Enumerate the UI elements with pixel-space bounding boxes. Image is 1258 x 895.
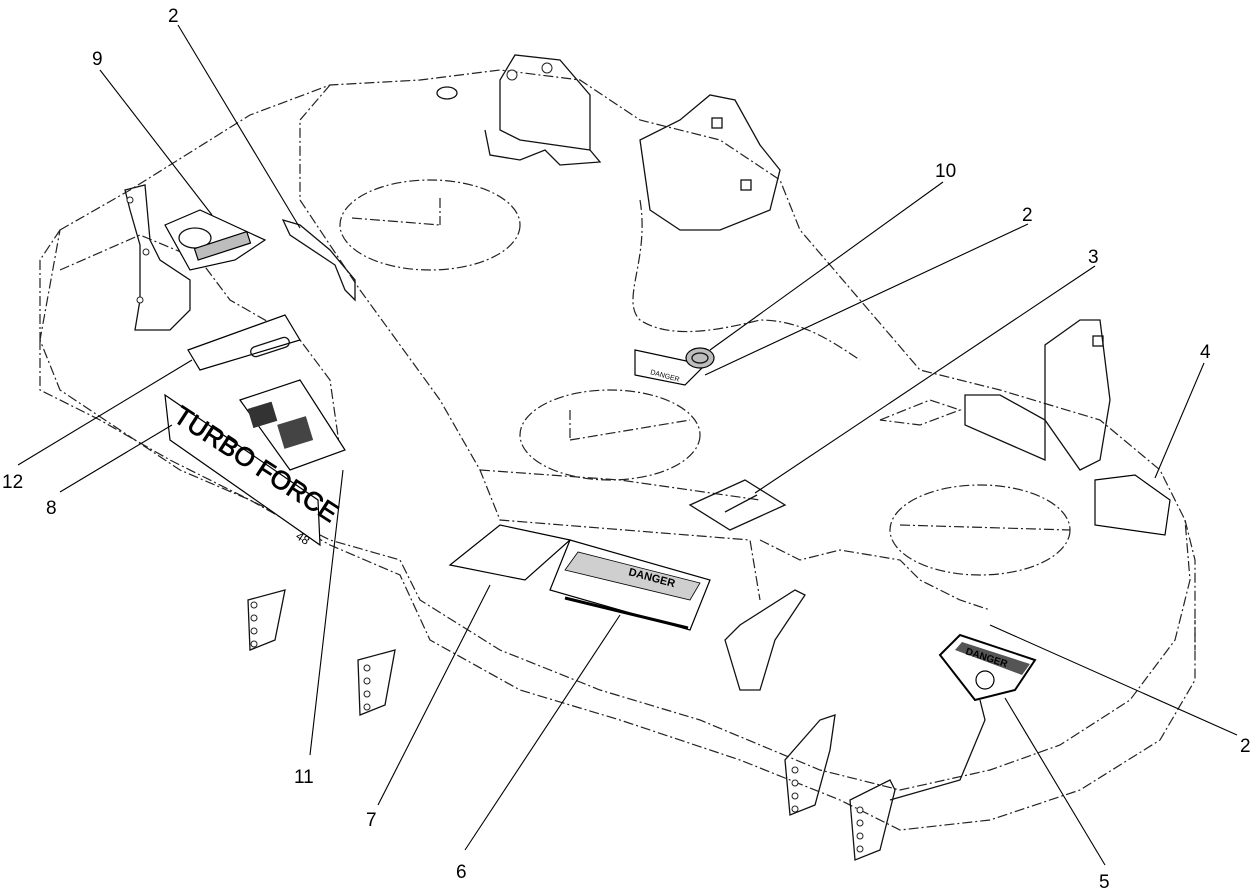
decal-6: DANGER — [549, 539, 711, 631]
decal-10: DANGER — [634, 347, 715, 386]
callout-10: 10 — [935, 161, 956, 182]
deck-body — [39, 69, 1196, 831]
decal-11 — [239, 379, 346, 471]
callout-6: 6 — [456, 862, 467, 883]
callout-5: 5 — [1099, 872, 1110, 893]
decal-9 — [164, 209, 267, 271]
callout-2-bottom: 2 — [1240, 736, 1251, 757]
decal-4 — [1094, 474, 1171, 536]
callout-2-right: 2 — [1022, 205, 1033, 226]
callout-11: 11 — [294, 767, 314, 788]
decal-7 — [448, 524, 572, 581]
brackets — [124, 54, 1111, 861]
leader-lines — [17, 24, 1238, 866]
callout-2-top: 2 — [168, 6, 179, 27]
decals: TURBO FORCE 48 DANGER DANGER — [164, 209, 1171, 702]
callout-3: 3 — [1088, 247, 1099, 268]
callout-7: 7 — [366, 810, 377, 831]
callout-4: 4 — [1200, 342, 1211, 363]
decal-5: DANGER — [938, 633, 1037, 702]
decal-12 — [187, 314, 301, 371]
callout-9: 9 — [92, 49, 103, 70]
callout-8: 8 — [46, 498, 57, 519]
callout-12: 12 — [2, 472, 23, 493]
callout-labels: 2 9 10 2 3 4 12 8 11 7 6 5 2 — [2, 6, 1251, 893]
